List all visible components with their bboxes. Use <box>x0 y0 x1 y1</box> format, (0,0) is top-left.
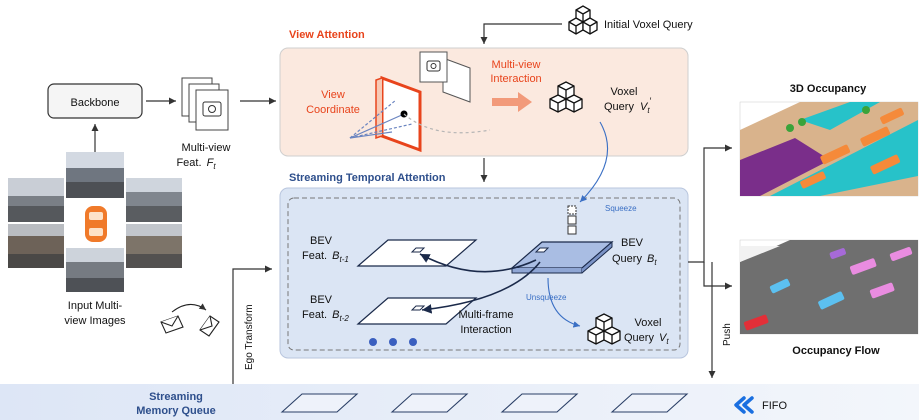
unsqueeze-label: Unsqueeze <box>526 293 567 302</box>
view-coordinate-label-2: Coordinate <box>306 104 360 116</box>
occupancy-flow-render <box>739 239 919 335</box>
multi-view-feat-label-2: Feat. Ft <box>176 157 216 171</box>
voxel-column <box>567 205 577 235</box>
camera-icon <box>426 60 441 72</box>
bev-feat-t1-label-1: BEV <box>310 235 333 247</box>
multi-frame-arrow-t1 <box>419 253 537 273</box>
queue-slot-3 <box>500 393 579 413</box>
voxel-query-prime-label-1: Voxel <box>611 86 638 98</box>
streaming-temporal-title: Streaming Temporal Attention <box>289 172 446 184</box>
ego-transform-label: Ego Transform <box>244 304 255 370</box>
initial-query-arrow <box>480 23 562 44</box>
memory-queue-band <box>0 384 919 420</box>
voxel-query-icon <box>587 313 621 345</box>
view-frustum <box>349 75 491 153</box>
queue-slot-4 <box>610 393 689 413</box>
voxel-query-label-2: Query Vt <box>624 332 669 346</box>
initial-voxel-query-icon <box>568 5 598 35</box>
queue-slots <box>280 393 689 413</box>
queue-slot-2 <box>390 393 469 413</box>
memory-queue-label-2: Memory Queue <box>136 405 215 417</box>
occupancy-render <box>739 101 919 197</box>
squeeze-label: Squeeze <box>605 204 637 213</box>
occupancy-flow-title: Occupancy Flow <box>792 345 880 357</box>
interaction-arrow <box>492 92 532 112</box>
bev-feat-t2-label-2: Feat. Bt-2 <box>302 309 349 323</box>
bev-plane-t1 <box>356 239 478 267</box>
multi-view-interaction-label-1: Multi-view <box>492 59 541 71</box>
queue-slot-1 <box>280 393 359 413</box>
memory-queue-label-1: Streaming <box>149 391 203 403</box>
voxel-query-prime-icon <box>549 81 583 113</box>
ego-transform-icon <box>160 303 220 337</box>
bev-feat-t2-label-1: BEV <box>310 294 333 306</box>
multi-frame-interaction-label-1: Multi-frame <box>458 309 513 321</box>
more-frames-dots <box>369 338 417 346</box>
squeeze-arrow <box>579 121 608 203</box>
backbone-box <box>47 83 143 119</box>
bev-query-label-2: Query Bt <box>612 253 657 267</box>
bev-query-label-1: BEV <box>621 237 644 249</box>
fifo-label: FIFO <box>762 400 787 412</box>
ego-car-icon <box>85 206 107 242</box>
push-label: Push <box>722 323 733 346</box>
fifo-icon <box>734 396 754 414</box>
bev-query-plane <box>510 240 614 274</box>
bev-feat-t1-label-2: Feat. Bt-1 <box>302 250 349 264</box>
temporal-inner-dashed <box>287 197 681 351</box>
multi-view-interaction-label-2: Interaction <box>490 73 541 85</box>
multi-frame-interaction-label-2: Interaction <box>460 324 511 336</box>
view-attention-title: View Attention <box>289 29 365 41</box>
unsqueeze-arrow <box>547 277 581 328</box>
backbone-label: Backbone <box>71 97 120 109</box>
occupancy-title: 3D Occupancy <box>790 83 867 95</box>
input-images-label-1: Input Multi- <box>68 300 123 312</box>
voxel-query-prime-label-2: Query Vt′ <box>604 96 652 115</box>
voxel-query-label-1: Voxel <box>635 317 662 329</box>
view-coordinate-label-1: View <box>321 89 345 101</box>
multi-view-feat-label-1: Multi-view <box>182 142 231 154</box>
input-camera-images <box>8 152 182 292</box>
input-images-label-2: view Images <box>64 315 126 327</box>
initial-voxel-query-label: Initial Voxel Query <box>604 19 693 31</box>
multi-view-feature-stack <box>181 77 229 131</box>
bev-plane-t2 <box>356 297 478 325</box>
multi-frame-arrow-t2 <box>421 261 541 314</box>
